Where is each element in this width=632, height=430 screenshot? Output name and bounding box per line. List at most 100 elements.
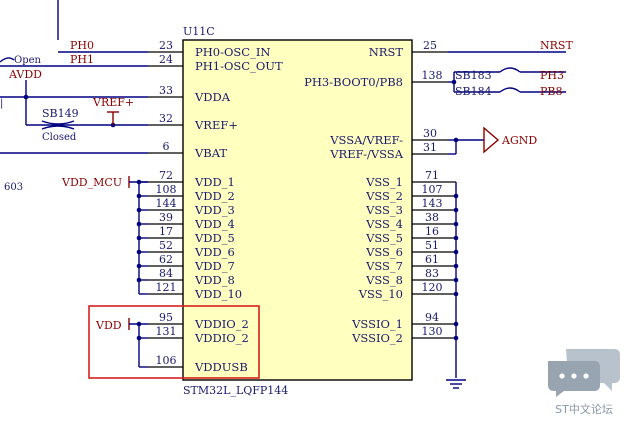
svg-text:51: 51 [425,239,439,252]
agnd-port-symbol [483,126,500,154]
watermark-text: ST中文论坛 [555,403,613,416]
svg-text:VSS_6: VSS_6 [365,245,403,259]
svg-text:95: 95 [159,311,173,324]
sb149-label: SB149 [42,107,79,120]
component-ref: U11C [183,25,215,38]
svg-text:72: 72 [159,169,173,182]
junction-boot0 [451,79,457,85]
svg-text:VDD_1: VDD_1 [194,175,235,189]
svg-text:VSSIO_2: VSSIO_2 [351,331,403,345]
svg-text:17: 17 [159,225,173,238]
svg-text:VSS_1: VSS_1 [365,175,403,189]
svg-text:PH1-OSC_OUT: PH1-OSC_OUT [195,59,283,73]
component-body [182,39,413,381]
svg-text:VSS_10: VSS_10 [358,287,403,301]
left-pin-stubs [148,51,183,368]
svg-text:71: 71 [425,169,439,182]
svg-text:25: 25 [423,39,437,52]
svg-text:138: 138 [422,69,443,82]
svg-text:30: 30 [423,127,437,140]
vss-junctions [453,193,459,341]
svg-text:VDDIO_2: VDDIO_2 [194,317,249,331]
junction-agnd [453,137,459,143]
svg-text:PH3-BOOT0/PB8: PH3-BOOT0/PB8 [304,75,403,89]
sb184-label: SB184 [455,85,492,98]
svg-text:VDD_4: VDD_4 [194,217,235,231]
left-pin-numbers: 23 24 33 32 6 72 108 144 39 17 52 62 84 … [156,39,177,367]
svg-text:39: 39 [159,211,173,224]
net-label-vref: VREF+ [92,96,134,109]
svg-text:VSSIO_1: VSSIO_1 [351,317,403,331]
svg-text:VSS_2: VSS_2 [365,189,403,203]
svg-text:121: 121 [156,281,177,294]
junction-vddio2 [136,335,142,341]
svg-text:VDDUSB: VDDUSB [194,360,248,374]
svg-text:VSS_8: VSS_8 [365,273,403,287]
left-edge-mark: | [0,98,3,109]
right-pin-numbers: 25 138 30 31 71 107 143 38 16 51 61 83 1… [422,39,443,338]
sb149-jumper-arc [41,120,75,125]
svg-text:VDD_7: VDD_7 [194,259,235,273]
svg-text:VSSA/VREF-: VSSA/VREF- [329,133,403,147]
svg-text:VSS_5: VSS_5 [365,231,403,245]
svg-text:32: 32 [159,112,173,125]
net-label-agnd: AGND [501,134,537,147]
watermark: ST中文论坛 [544,345,624,417]
left-fragment-label: 603 [4,182,23,193]
svg-text:VDD_6: VDD_6 [194,245,235,259]
svg-text:83: 83 [425,267,439,280]
junction-vdd [136,321,142,327]
svg-text:VDD_2: VDD_2 [194,189,235,203]
svg-text:84: 84 [159,267,173,280]
svg-text:NRST: NRST [369,45,404,59]
sb149-jumper-arc2 [41,125,75,130]
chat-bubble-icon [548,349,620,397]
svg-text:107: 107 [422,183,443,196]
svg-text:106: 106 [156,354,177,367]
svg-text:130: 130 [422,325,443,338]
right-pin-names: NRST PH3-BOOT0/PB8 VSSA/VREF- VREF-/VSSA… [304,45,404,345]
svg-text:VDD_5: VDD_5 [194,231,235,245]
net-label-ph3: PH3 [540,69,564,82]
left-pin-names: PH0-OSC_IN PH1-OSC_OUT VDDA VREF+ VBAT V… [194,45,283,374]
right-pin-stubs [412,51,456,339]
svg-text:VSS_7: VSS_7 [365,259,403,273]
svg-text:VREF+: VREF+ [194,118,238,132]
highlight-box [88,305,260,379]
svg-text:VSS_4: VSS_4 [365,217,403,231]
svg-text:52: 52 [159,239,173,252]
svg-text:62: 62 [159,253,173,266]
svg-text:33: 33 [159,84,173,97]
net-label-pb8: PB8 [540,85,562,98]
svg-text:VDD_3: VDD_3 [194,203,235,217]
svg-text:23: 23 [159,39,173,52]
svg-text:143: 143 [422,197,443,210]
net-label-avdd: AVDD [8,68,42,81]
sb183-jumper-arc [499,67,521,73]
svg-text:24: 24 [159,53,173,66]
sb183-label: SB183 [455,69,492,82]
open-label: Open [14,55,42,66]
svg-text:61: 61 [425,253,439,266]
svg-text:VDD_8: VDD_8 [194,273,235,287]
net-label-vdd-mcu: VDD_MCU [61,176,122,189]
svg-text:VDD_10: VDD_10 [194,287,242,301]
net-label-ph0: PH0 [70,39,94,52]
svg-text:16: 16 [425,225,439,238]
open-jumper-arc [0,57,15,63]
svg-text:PH0-OSC_IN: PH0-OSC_IN [195,45,270,59]
sb184-jumper-arc [499,87,521,93]
svg-text:VDDIO_2: VDDIO_2 [194,331,249,345]
net-label-ph1: PH1 [70,53,94,66]
vdd-left-junctions [136,179,148,295]
svg-text:6: 6 [163,140,170,153]
svg-text:VSS_3: VSS_3 [365,203,403,217]
svg-text:131: 131 [156,325,177,338]
svg-text:VREF-/VSSA: VREF-/VSSA [329,147,403,161]
svg-text:31: 31 [423,141,437,154]
svg-text:108: 108 [156,183,177,196]
svg-text:VDDA: VDDA [194,90,231,104]
svg-text:VBAT: VBAT [194,146,227,160]
ground-symbol [446,379,466,389]
